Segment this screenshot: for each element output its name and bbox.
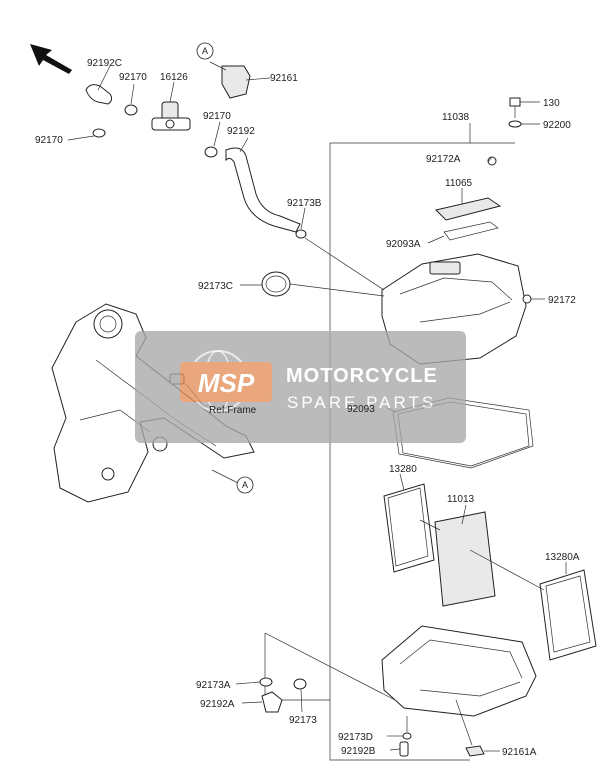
label-13280: 13280 <box>389 464 417 475</box>
label-11013: 11013 <box>447 494 475 505</box>
part-92173c-clamp <box>261 271 291 297</box>
watermark-line2: SPARE PARTS <box>287 393 436 412</box>
part-92192a-hose <box>261 691 283 713</box>
part-13280a-holder <box>539 569 597 661</box>
part-92170-clamp-c <box>204 146 218 158</box>
part-13280-holder <box>383 483 435 573</box>
label-92170-b: 92170 <box>203 111 231 122</box>
part-92192-hose <box>225 147 301 233</box>
watermark-logo-text: MSP <box>198 368 255 398</box>
part-92170-clamp-b <box>92 128 106 138</box>
watermark-logo: MSP MOTORCYCLE SPARE PARTS <box>135 331 466 443</box>
label-16126: 16126 <box>160 72 188 83</box>
label-92173b: 92173B <box>287 198 322 209</box>
callout-a-top-text: A <box>202 46 208 56</box>
label-92173d: 92173D <box>338 732 373 743</box>
label-92172: 92172 <box>548 295 576 306</box>
group-bracket-lower <box>264 633 330 701</box>
part-92173-clamp <box>293 678 307 690</box>
label-92170-c: 92170 <box>35 135 63 146</box>
part-92200-washer <box>508 120 522 128</box>
part-92172-screw <box>522 294 532 304</box>
label-130: 130 <box>543 98 560 109</box>
callout-a-top: A <box>196 42 214 60</box>
part-lower-case <box>381 625 537 717</box>
label-92093a: 92093A <box>386 239 421 250</box>
label-92192a: 92192A <box>200 699 235 710</box>
label-92161a: 92161A <box>502 747 537 758</box>
part-92173a-clamp <box>259 677 273 687</box>
part-labels: 92192C 92170 16126 92161 92170 92192 921… <box>35 58 580 758</box>
part-92170-clamp <box>124 104 138 116</box>
label-92192: 92192 <box>227 126 255 137</box>
part-16126-valve <box>151 101 191 131</box>
label-92173: 92173 <box>289 715 317 726</box>
label-92192c: 92192C <box>87 58 122 69</box>
front-direction-arrow-icon <box>30 44 72 74</box>
part-92173b-clamp <box>295 229 307 239</box>
leader-lower-bracket <box>264 632 396 701</box>
label-92172a: 92172A <box>426 154 461 165</box>
part-92192c-hose <box>85 84 113 105</box>
callout-a-frame-text: A <box>242 480 248 490</box>
label-92200: 92200 <box>543 120 571 131</box>
label-92173a: 92173A <box>196 680 231 691</box>
label-92173c: 92173C <box>198 281 233 292</box>
label-13280a: 13280A <box>545 552 580 563</box>
part-92161a-plate <box>465 745 485 757</box>
label-ref-frame: Ref.Frame <box>209 405 257 416</box>
part-11013-element <box>434 511 496 607</box>
part-92093a-gasket <box>443 221 499 241</box>
part-130-bolt <box>509 97 521 118</box>
label-11065: 11065 <box>445 178 473 189</box>
label-92161: 92161 <box>270 73 298 84</box>
part-92173d-clamp <box>402 732 412 740</box>
part-92192b-tube <box>399 741 409 757</box>
part-92161-bracket <box>221 65 251 99</box>
part-11065-cover <box>435 197 502 221</box>
leader-lines <box>67 61 567 752</box>
label-92170-a: 92170 <box>119 72 147 83</box>
group-bracket <box>329 123 471 761</box>
callout-a-frame: A <box>236 476 254 494</box>
label-11038: 11038 <box>442 112 470 123</box>
label-92093: 92093 <box>347 404 375 415</box>
label-92192b: 92192B <box>341 746 376 757</box>
watermark-line1: MOTORCYCLE <box>286 365 438 387</box>
